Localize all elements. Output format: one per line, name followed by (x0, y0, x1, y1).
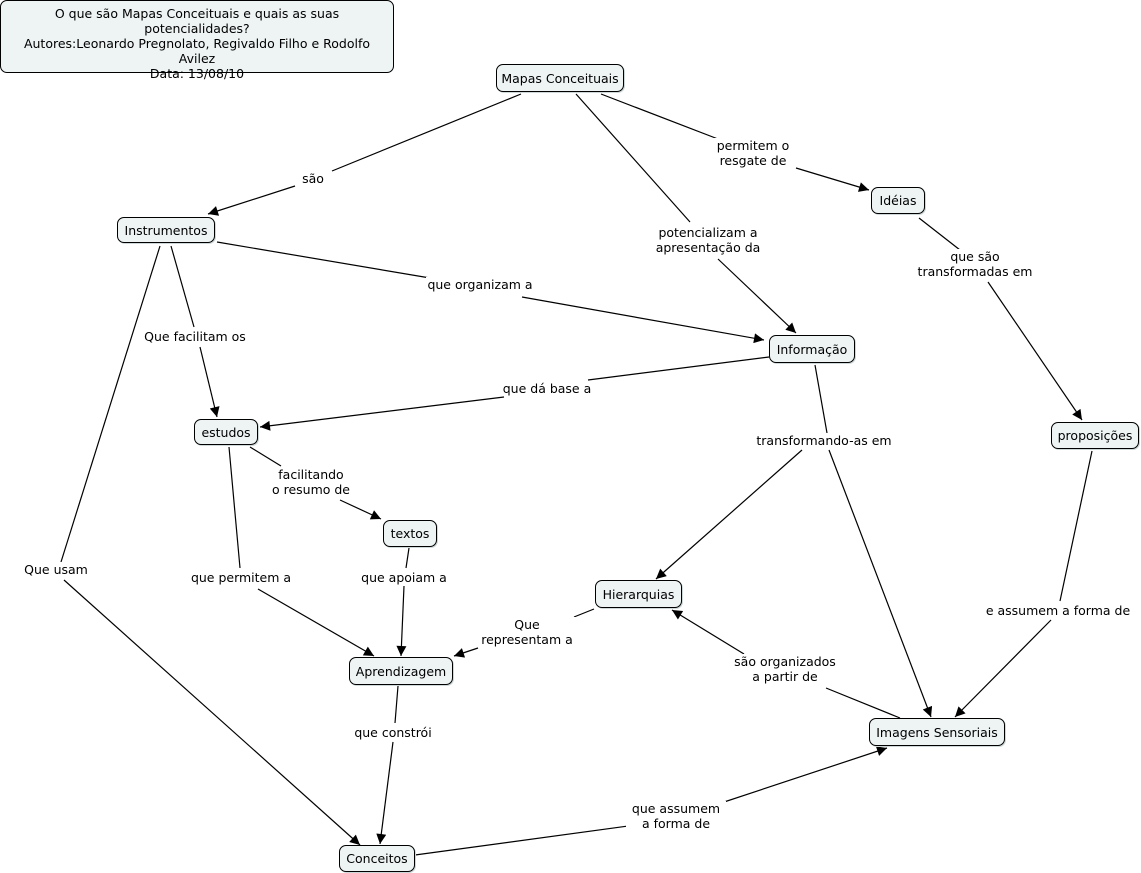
concept-informacao[interactable]: Informação (769, 335, 855, 363)
concept-proposicoes[interactable]: proposições (1051, 422, 1139, 449)
link-organizam: que organizam a (426, 277, 534, 292)
concept-hierarquias[interactable]: Hierarquias (595, 580, 682, 608)
concept-instrumentos[interactable]: Instrumentos (117, 217, 215, 243)
concept-mapas-conceituais[interactable]: Mapas Conceituais (496, 64, 624, 92)
concept-imagens-sensoriais[interactable]: Imagens Sensoriais (869, 718, 1005, 746)
map-date: Data: 13/08/10 (149, 66, 245, 81)
map-authors: Autores:Leonardo Pregnolato, Regivaldo F… (23, 36, 371, 66)
link-apoiam: que apoiam a (358, 570, 450, 585)
link-que-usam: Que usam (20, 562, 92, 577)
concept-conceitos[interactable]: Conceitos (339, 845, 415, 872)
link-da-base: que dá base a (500, 381, 594, 396)
link-permitem-a: que permitem a (188, 570, 294, 585)
map-title-box: O que são Mapas Conceituais e quais as s… (0, 0, 394, 81)
concept-aprendizagem[interactable]: Aprendizagem (349, 657, 453, 685)
link-facilitam: Que facilitam os (142, 329, 248, 344)
map-title: O que são Mapas Conceituais e quais as s… (54, 6, 340, 36)
link-transformando: transformando-as em (754, 433, 894, 448)
link-assumem-forma: e assumem a forma de (983, 603, 1133, 618)
concept-textos[interactable]: textos (383, 520, 437, 547)
concept-estudos[interactable]: estudos (194, 419, 258, 445)
concept-ideias[interactable]: Idéias (871, 187, 925, 214)
link-constroi: que constrói (350, 725, 436, 740)
link-sao: são (295, 171, 331, 186)
